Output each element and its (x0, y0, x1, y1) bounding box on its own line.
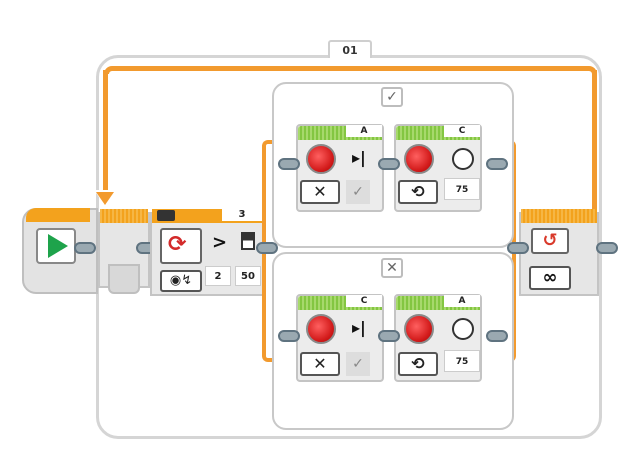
threshold-value[interactable]: 50 (235, 266, 261, 286)
power-gauge-icon (452, 148, 474, 170)
comparison-type-value[interactable]: 2 (205, 266, 231, 286)
loop-wire-left (103, 70, 108, 200)
switch-view-icon[interactable] (157, 210, 175, 221)
motor-mode-button[interactable]: ✕ (300, 352, 340, 376)
motor-port[interactable]: A (444, 295, 480, 307)
loop-wire-top (104, 66, 597, 74)
motor-mode-button[interactable]: ⟲ (398, 180, 438, 204)
large-motor-icon (404, 144, 434, 174)
case-false-tab[interactable]: ✕ (381, 258, 403, 278)
loop-output-plug-icon (596, 242, 618, 254)
case-true-input-plug-icon (278, 158, 300, 170)
power-gauge-icon (452, 318, 474, 340)
switch-mode-button[interactable]: ◉↯ (160, 270, 202, 292)
motor-power-value[interactable]: 75 (444, 350, 480, 372)
loop-interrupt-icon[interactable]: ↺ (531, 228, 569, 254)
loop-start-header (100, 209, 148, 223)
large-motor-icon (306, 144, 336, 174)
motor-port[interactable]: C (444, 125, 480, 137)
stop-icon: ▸| (352, 318, 366, 337)
compare-symbol: > (212, 232, 228, 253)
case-false-input-plug-icon (278, 330, 300, 342)
loop-arrow-icon (96, 192, 114, 205)
large-motor-icon (404, 314, 434, 344)
case-false-output-plug-icon (486, 330, 508, 342)
switch-output-plug-icon (256, 242, 278, 254)
brake-check[interactable]: ✓ (346, 352, 370, 376)
case-false-mid-plug-icon (378, 330, 400, 342)
loop-end-header (521, 209, 597, 223)
rotation-sensor-icon: ⟳ (168, 232, 187, 257)
loop-start-foot (108, 264, 140, 294)
loop-end-input-plug-icon (507, 242, 529, 254)
motor-mode-button[interactable]: ⟲ (398, 352, 438, 376)
stop-icon: ▸| (352, 148, 366, 167)
threshold-flag-icon (241, 232, 255, 250)
large-motor-icon (306, 314, 336, 344)
case-true-output-plug-icon (486, 158, 508, 170)
brake-check[interactable]: ✓ (346, 180, 370, 204)
case-true-mid-plug-icon (378, 158, 400, 170)
start-block-header (26, 208, 90, 222)
loop-name-tab[interactable]: 01 (328, 40, 372, 58)
motor-port[interactable]: C (346, 295, 382, 307)
sensor-select-button[interactable] (160, 228, 202, 264)
motor-power-value[interactable]: 75 (444, 178, 480, 200)
loop-mode-button[interactable]: ∞ (529, 266, 571, 290)
play-icon (48, 234, 68, 258)
case-true-tab[interactable]: ✓ (381, 87, 403, 107)
switch-port[interactable]: 3 (222, 209, 262, 221)
motor-port[interactable]: A (346, 125, 382, 137)
loop-wire-right (592, 70, 597, 220)
start-output-plug-icon (74, 242, 96, 254)
motor-mode-button[interactable]: ✕ (300, 180, 340, 204)
play-button[interactable] (36, 228, 76, 264)
